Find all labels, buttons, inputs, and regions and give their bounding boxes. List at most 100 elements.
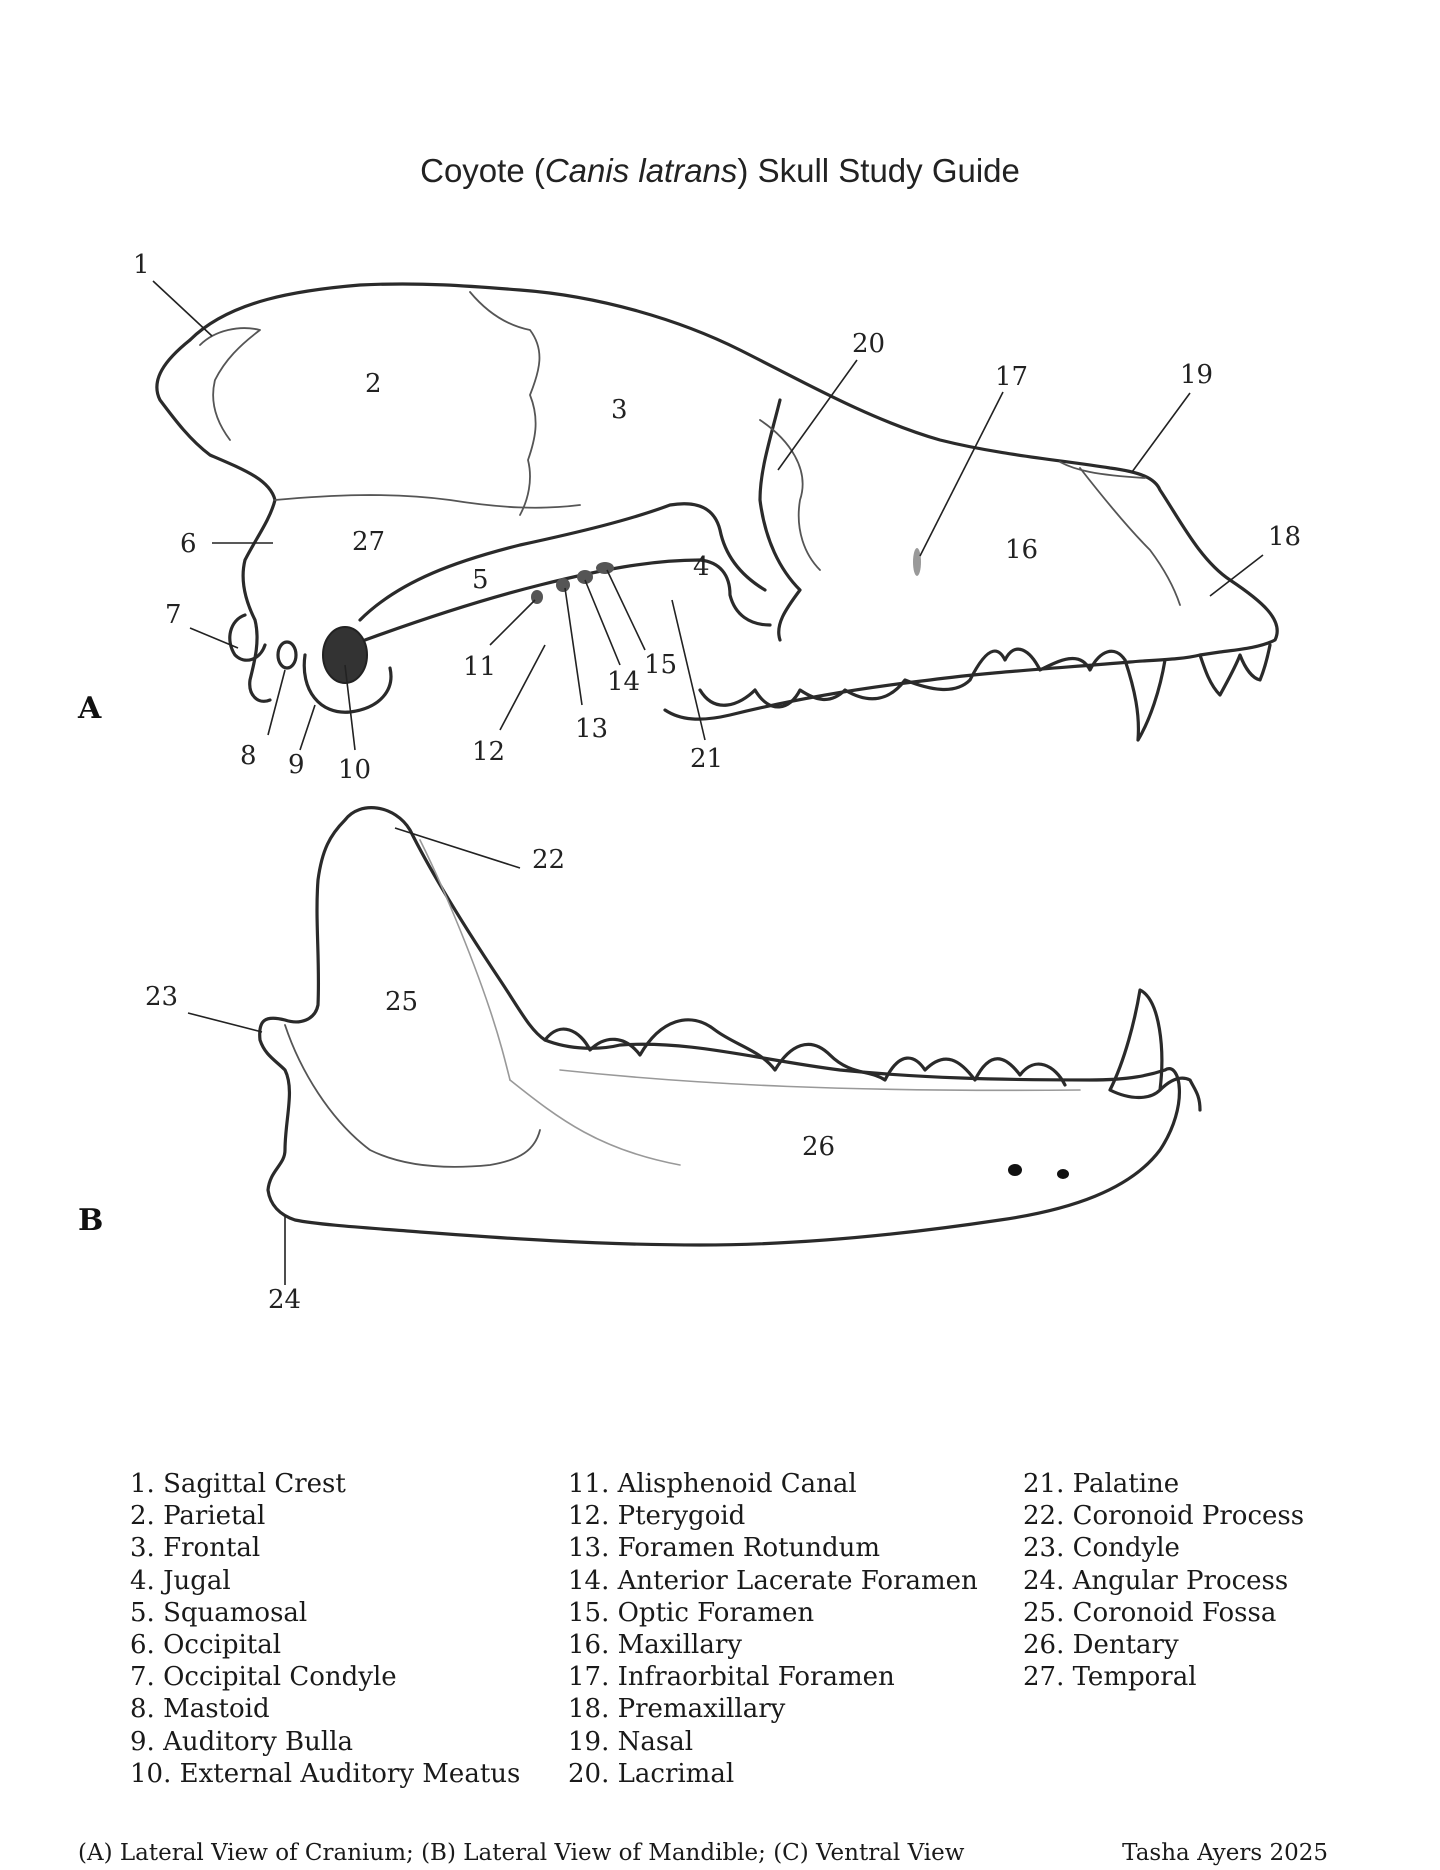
leader-15 (606, 569, 646, 651)
label-25: 25 (385, 987, 418, 1017)
optic-foramen (596, 562, 614, 574)
lower-canine (1108, 988, 1164, 1100)
legend-item: 12. Pterygoid (568, 1501, 746, 1532)
panel-label-b: B (78, 1203, 103, 1238)
leader-13 (564, 587, 583, 706)
masseteric-line (509, 1079, 681, 1166)
auditory-meatus (322, 626, 368, 684)
legend-item: 11. Alisphenoid Canal (568, 1469, 857, 1499)
coronal-suture (469, 291, 541, 516)
label-3: 3 (611, 395, 628, 425)
leader-8 (267, 669, 286, 736)
orbit-rim (758, 398, 802, 642)
legend-item: 25. Coronoid Fossa (1023, 1597, 1277, 1628)
title-prefix: Coyote ( (420, 152, 545, 189)
legend-item: 4. Jugal (130, 1565, 231, 1596)
label-8: 8 (240, 741, 257, 771)
legend-item: 19. Nasal (568, 1726, 694, 1757)
infraorbital-foramen (913, 548, 921, 576)
cranium-back-outline (155, 338, 277, 703)
legend-item: 21. Palatine (1023, 1469, 1180, 1499)
temporal-line (274, 494, 581, 509)
foramen-rotundum (556, 578, 570, 592)
mastoid (276, 640, 298, 670)
leader-20 (777, 359, 858, 471)
label-22: 22 (532, 845, 565, 875)
leader-14 (584, 579, 621, 666)
leader-7 (189, 627, 239, 649)
leader-9 (299, 704, 316, 751)
leader-1 (152, 280, 213, 337)
label-18: 18 (1268, 522, 1301, 552)
legend-item: 13. Foramen Rotundum (568, 1533, 881, 1564)
legend-item: 5. Squamosal (130, 1597, 308, 1628)
label-12: 12 (472, 737, 505, 767)
zygomatic-arch-lower (363, 558, 772, 642)
label-7: 7 (165, 600, 182, 630)
legend-item: 9. Auditory Bulla (130, 1726, 354, 1757)
label-23: 23 (145, 982, 178, 1012)
cranium-drawing (155, 282, 1279, 742)
page-title: Coyote (Canis latrans) Skull Study Guide (0, 152, 1440, 190)
upper-tooth-row (698, 647, 1127, 709)
lacrimal-suture (759, 419, 821, 571)
sagittal-crest-line (199, 327, 261, 441)
leader-10 (344, 664, 356, 751)
mandible-outline (258, 806, 1182, 1247)
label-24: 24 (268, 1285, 301, 1315)
mandible-drawing (258, 806, 1202, 1247)
label-19: 19 (1180, 360, 1213, 390)
legend-item: 6. Occipital (130, 1630, 282, 1661)
legend-item: 7. Occipital Condyle (130, 1662, 397, 1693)
leader-23 (187, 1012, 263, 1033)
title-species: Canis latrans (544, 152, 738, 189)
anterior-lacerate-foramen (577, 570, 593, 584)
figure-labels: 1 2 3 4 5 6 7 8 9 10 11 12 13 14 15 16 1… (77, 250, 1301, 1315)
legend-item: 26. Dentary (1023, 1630, 1179, 1661)
legend-item: 27. Temporal (1023, 1662, 1197, 1693)
upper-canine (1123, 658, 1167, 742)
author-credit: Tasha Ayers 2025 (1122, 1840, 1328, 1866)
legend-item: 18. Premaxillary (568, 1694, 786, 1725)
label-26: 26 (802, 1132, 835, 1162)
premaxillary-suture (1079, 467, 1181, 606)
leader-22 (394, 827, 521, 869)
legend-item: 14. Anterior Lacerate Foramen (568, 1565, 978, 1596)
leader-17 (919, 391, 1004, 557)
label-11: 11 (463, 652, 496, 682)
occipital-condyle (228, 613, 267, 662)
legend-item: 16. Maxillary (568, 1630, 742, 1661)
label-14: 14 (607, 667, 640, 697)
label-6: 6 (180, 529, 197, 559)
legend-item: 20. Lacrimal (568, 1758, 735, 1789)
legend-item: 3. Frontal (130, 1533, 261, 1564)
leader-18 (1209, 554, 1264, 597)
lower-tooth-row (543, 1018, 1067, 1087)
label-20: 20 (852, 329, 885, 359)
leader-12 (499, 644, 546, 731)
legend-item: 10. External Auditory Meatus (130, 1758, 521, 1789)
legend-item: 23. Condyle (1023, 1533, 1180, 1564)
mental-foramen-2 (1057, 1169, 1069, 1179)
coronoid-fossa-line (284, 1024, 541, 1168)
label-4: 4 (693, 552, 710, 582)
figure-caption: (A) Lateral View of Cranium; (B) Lateral… (78, 1840, 965, 1866)
label-17: 17 (995, 362, 1028, 392)
legend-item: 24. Angular Process (1023, 1565, 1289, 1596)
legend-item: 1. Sagittal Crest (130, 1469, 346, 1499)
label-21: 21 (690, 744, 723, 774)
leader-11 (489, 599, 536, 646)
label-5: 5 (472, 565, 489, 595)
legend-item: 17. Infraorbital Foramen (568, 1662, 895, 1693)
upper-incisors (1198, 643, 1272, 697)
label-15: 15 (644, 650, 677, 680)
zygomatic-arch-upper (358, 502, 767, 622)
label-27: 27 (352, 527, 385, 557)
label-13: 13 (575, 714, 608, 744)
label-10: 10 (338, 755, 371, 785)
